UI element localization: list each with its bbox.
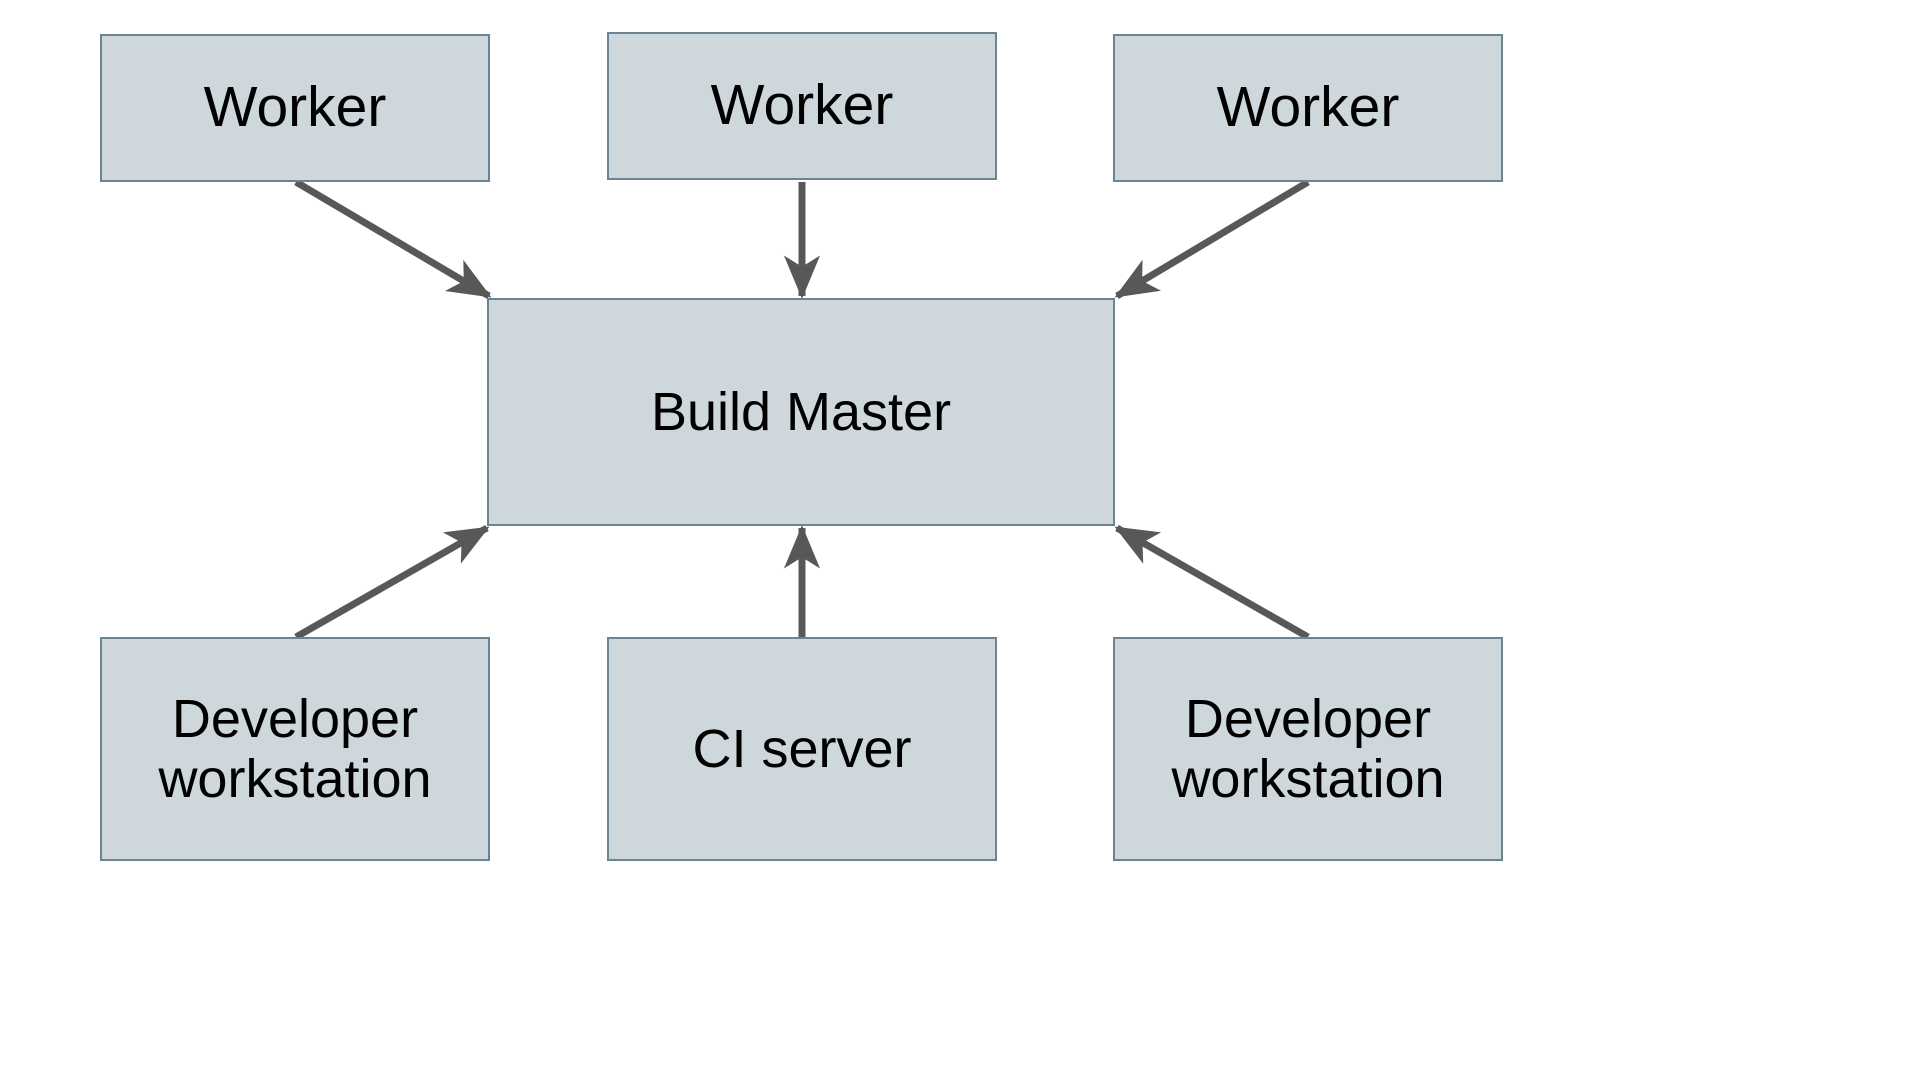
node-worker-3[interactable]: Worker	[1113, 34, 1503, 182]
node-label: Developer workstation	[1171, 688, 1445, 809]
node-developer-workstation-right[interactable]: Developer workstation	[1113, 637, 1503, 861]
node-worker-2[interactable]: Worker	[607, 32, 997, 180]
node-label: Worker	[1216, 75, 1400, 140]
node-label: CI server	[692, 718, 912, 779]
node-label: Build Master	[650, 381, 952, 442]
edge-worker3-to-master	[1114, 178, 1310, 300]
node-developer-workstation-left[interactable]: Developer workstation	[100, 637, 490, 861]
node-worker-1[interactable]: Worker	[100, 34, 490, 182]
edge-devright-to-master	[1114, 524, 1310, 641]
node-label: Worker	[710, 73, 894, 138]
node-label: Developer workstation	[158, 688, 432, 809]
node-build-master[interactable]: Build Master	[487, 298, 1115, 526]
edge-devleft-to-master	[294, 524, 490, 641]
node-ci-server[interactable]: CI server	[607, 637, 997, 861]
edge-worker1-to-master	[294, 178, 492, 300]
node-label: Worker	[203, 75, 387, 140]
